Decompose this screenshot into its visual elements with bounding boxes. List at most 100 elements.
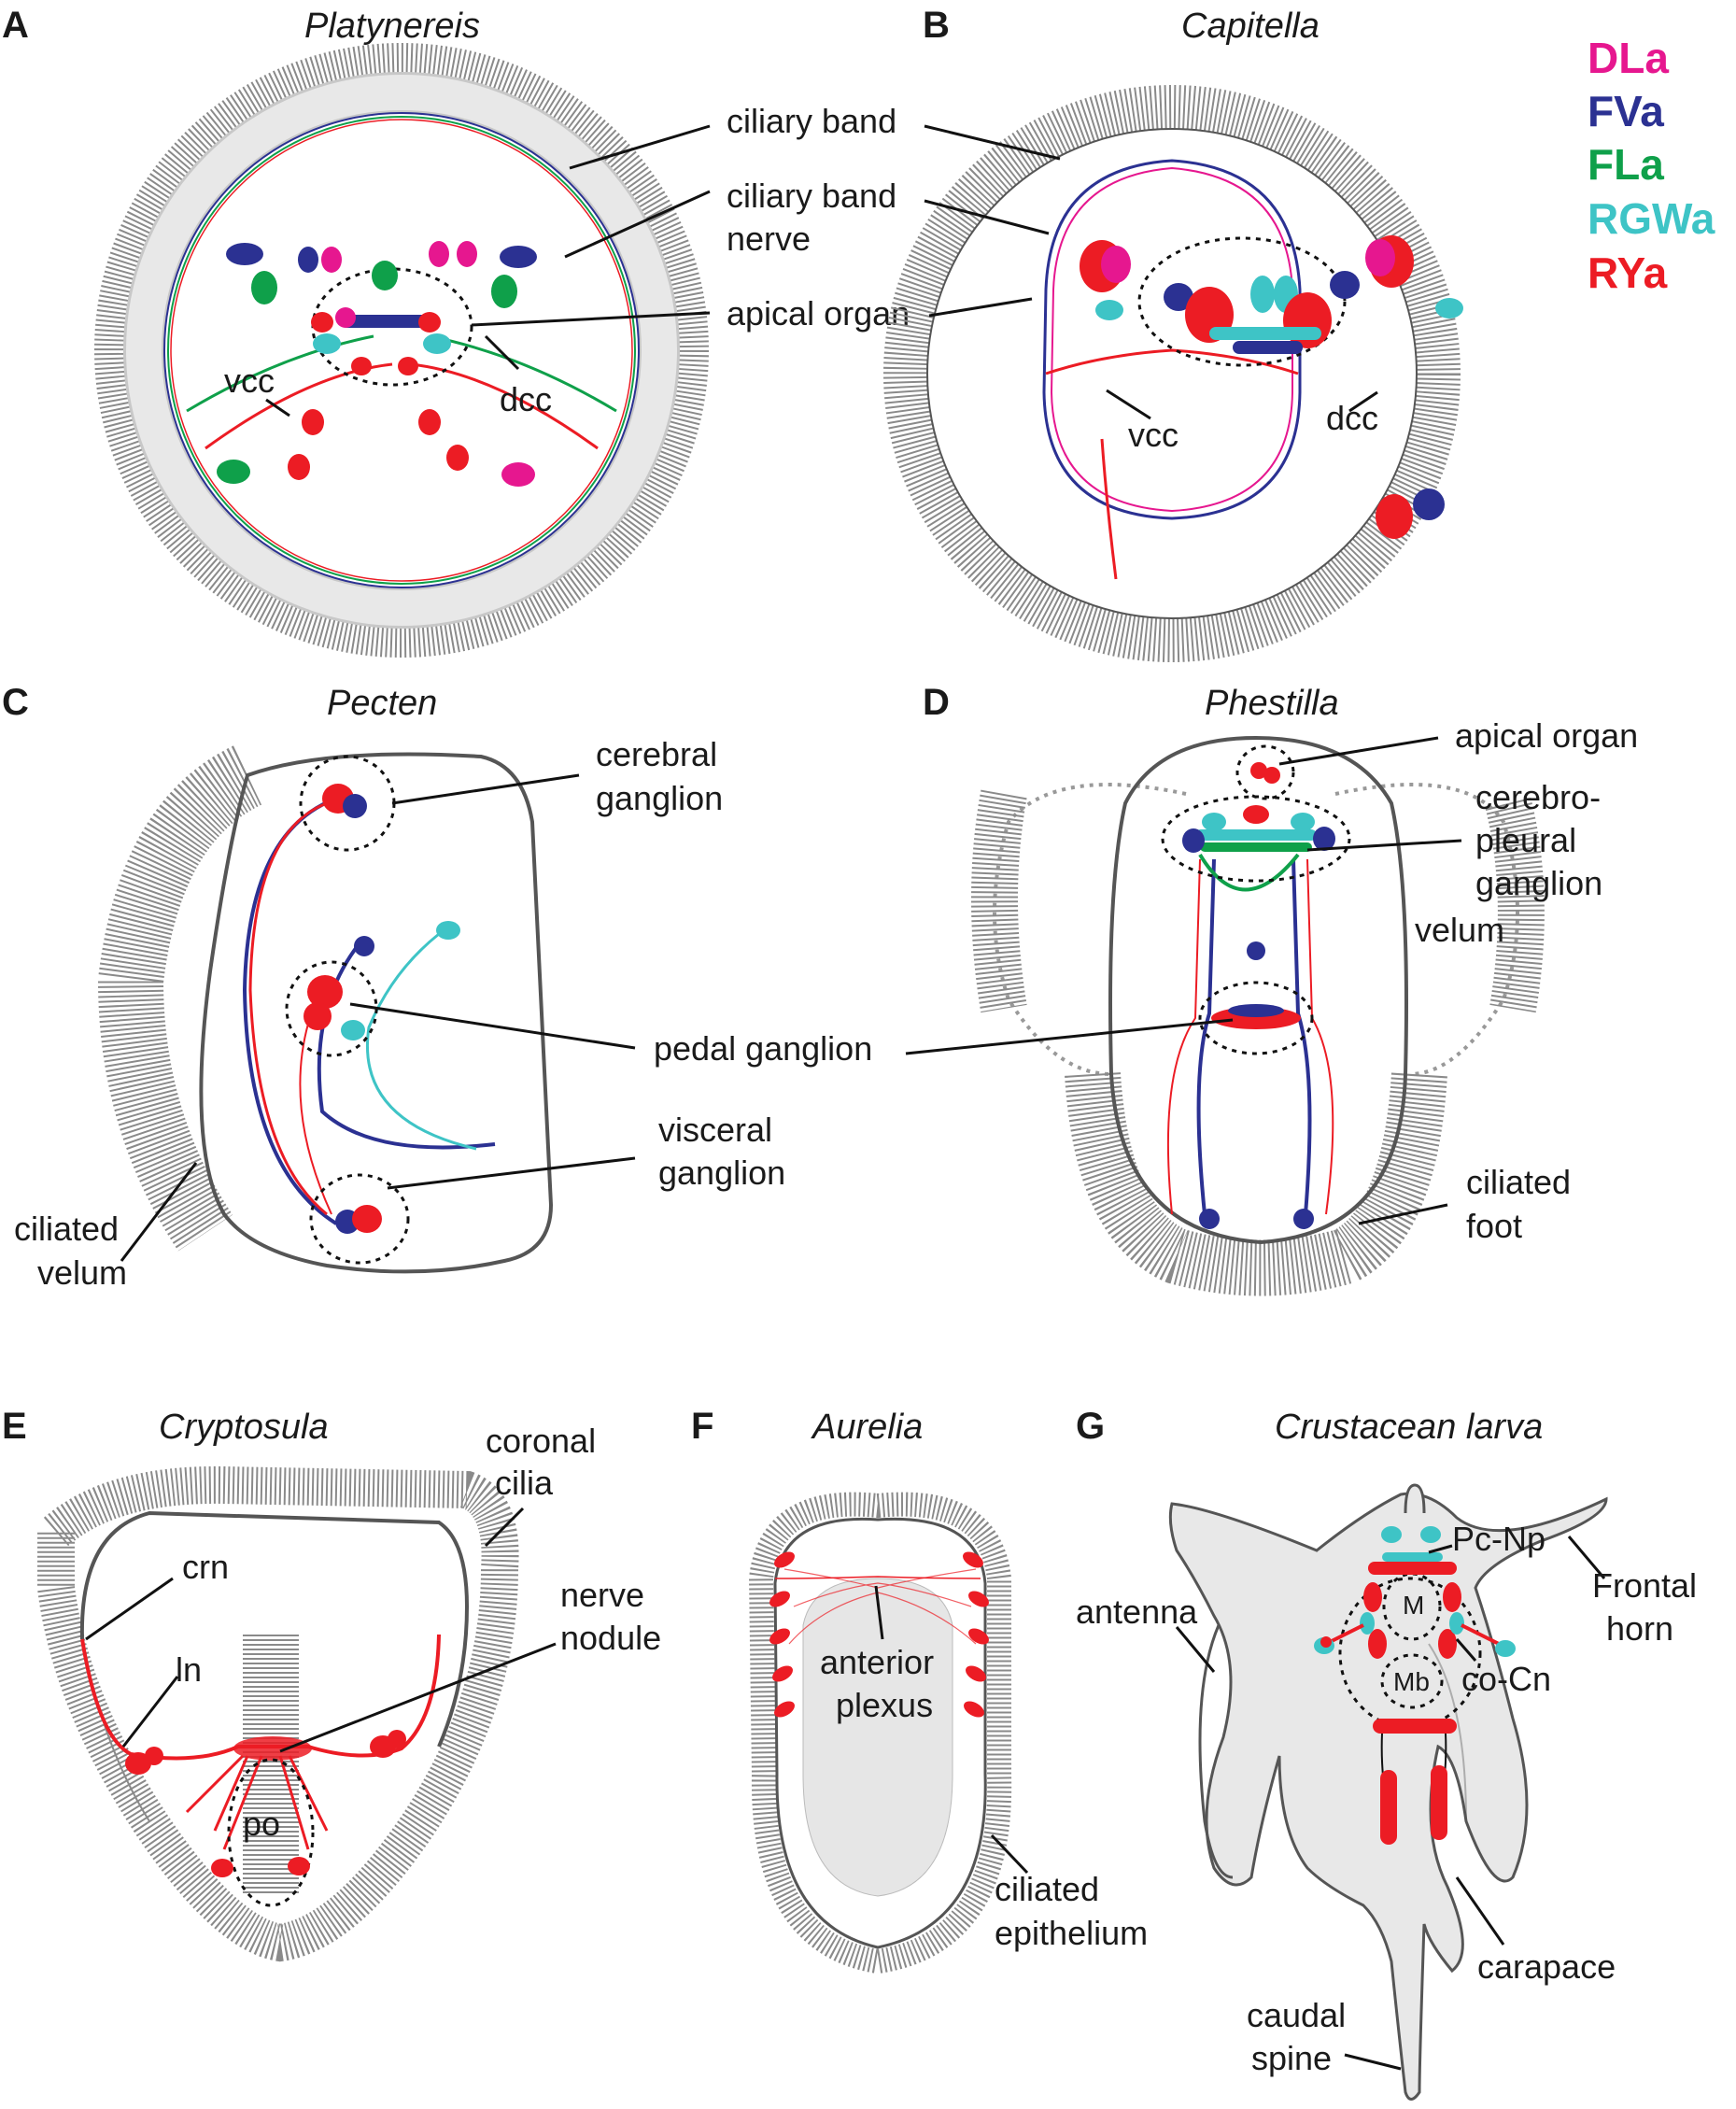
phestilla-connective-left — [1196, 858, 1216, 1215]
phestilla-pedal-fva — [1228, 1004, 1284, 1017]
leader-nerve-nodule — [279, 1642, 557, 1753]
neuron-rgwa — [1495, 1640, 1516, 1657]
panel-d-title: Phestilla — [1205, 684, 1339, 723]
label-ciliary-band: ciliary band — [727, 102, 896, 140]
label-phestilla-cerebro-2: pleural — [1475, 821, 1576, 859]
phestilla-velum-cilia-right — [1485, 797, 1545, 1013]
neuron-rya — [1263, 767, 1280, 784]
leader-cerebral — [391, 773, 580, 805]
neuron-rgwa — [1360, 1612, 1375, 1635]
leader-capitella-ciliary-band-nerve — [924, 199, 1050, 235]
neuron-fla — [372, 261, 398, 290]
capitella-nerve-ring-red — [1050, 166, 1293, 513]
leader-phestilla-apical — [1278, 736, 1439, 766]
label-anterior-1: anterior — [820, 1643, 934, 1681]
neuron-rgwa — [1095, 300, 1123, 320]
leader-capitella-apical-organ — [928, 297, 1033, 318]
crustacean-mb — [1380, 1653, 1444, 1709]
leader-pedal — [349, 1002, 636, 1050]
panel-e-title: Cryptosula — [159, 1408, 329, 1447]
platynereis-ciliary-band-inner — [126, 75, 677, 626]
label-pc-np: Pc-Np — [1452, 1520, 1545, 1558]
neuron-rya — [769, 1591, 790, 1607]
pecten-pedal-rya — [299, 1008, 332, 1215]
neuron-rya — [1368, 1629, 1387, 1659]
neuron-fva — [226, 243, 263, 265]
panel-b: B Capitella vcc dcc — [883, 5, 1463, 662]
label-epithelium-1: ciliated — [995, 1870, 1099, 1908]
panel-d-letter: D — [923, 682, 950, 723]
neuron-rya — [1438, 1629, 1457, 1659]
neuron-rya — [418, 409, 441, 435]
neuron-fva — [1313, 827, 1335, 851]
neuron-fva — [1413, 488, 1445, 520]
neuron-fla — [217, 460, 250, 484]
platynereis-vcc — [186, 334, 374, 413]
phestilla-fla-loop — [1198, 853, 1300, 892]
neuron-rya — [288, 454, 310, 480]
neuron-rya — [307, 975, 343, 1009]
crustacean-pc-np-rgwa — [1382, 1552, 1443, 1562]
leader-ciliary-band — [569, 124, 711, 170]
label-coronal-2: cilia — [495, 1464, 554, 1502]
apical-neuropil — [1233, 341, 1303, 354]
neuron-rgwa — [436, 921, 460, 940]
label-phestilla-apical: apical organ — [1455, 716, 1638, 755]
leader-ciliary-band-nerve — [564, 190, 711, 259]
neuron-dla — [457, 241, 477, 267]
capitella-vcc — [1045, 348, 1299, 375]
neuron-rya — [966, 1665, 986, 1682]
panel-d: D Phestilla apical organ cer — [905, 682, 1638, 1296]
label-visceral-1: visceral — [658, 1111, 772, 1149]
cryptosula-po-nerves — [185, 1754, 329, 1850]
phestilla-rya-left — [1166, 858, 1201, 1215]
leader-pc-np — [1428, 1544, 1453, 1554]
neuron-rya — [1376, 494, 1413, 539]
label-coronal-1: coronal — [486, 1422, 596, 1460]
leader-ciliated-velum — [120, 1162, 198, 1262]
cryptosula-coronal-cilia — [37, 1465, 519, 1962]
leader-apical-organ — [471, 311, 711, 327]
panel-e: E Cryptosula coronal cilia crn ln nerve … — [2, 1406, 661, 1962]
neuron-rya — [1320, 1636, 1332, 1648]
neuron-fva — [1199, 1209, 1220, 1229]
label-co-cn: co-Cn — [1461, 1660, 1551, 1698]
neuron-fva — [1247, 941, 1265, 960]
panel-a-letter: A — [2, 5, 29, 46]
neuron-rgwa — [1449, 1612, 1464, 1635]
capitella-nerve-ring — [1042, 159, 1302, 520]
crustacean-carapace-line — [1428, 1643, 1467, 1822]
neuron-fva — [298, 247, 318, 273]
leader-ciliated-epithelium — [990, 1833, 1029, 1875]
label-phestilla-velum: velum — [1415, 911, 1504, 949]
aurelia-ciliated-epithelium — [748, 1492, 1012, 1975]
platynereis-dcc — [429, 334, 617, 413]
label-mb: Mb — [1393, 1667, 1430, 1696]
neuron-rya — [288, 1857, 310, 1875]
label-pedal: pedal ganglion — [654, 1029, 872, 1068]
phestilla-shell — [1108, 735, 1408, 1245]
leader-caudal — [1344, 2053, 1402, 2071]
panel-b-letter: B — [923, 5, 950, 46]
aurelia-endoderm — [802, 1578, 953, 1897]
neuron-rya — [769, 1628, 790, 1645]
label-crn: crn — [182, 1548, 229, 1586]
neuron-fva — [500, 246, 537, 268]
label-carapace: carapace — [1477, 1947, 1616, 1986]
platynereis-dcc-2 — [410, 362, 599, 450]
neuron-rya — [772, 1665, 793, 1682]
platynereis-body — [163, 112, 640, 588]
pecten-pedal-rgwa — [366, 932, 477, 1151]
cryptosula-crn — [79, 1510, 470, 1748]
neuron-rya — [302, 409, 324, 435]
neuron-rgwa — [1420, 1526, 1441, 1543]
label-cerebral-2: ganglion — [596, 779, 723, 817]
cryptosula-nerve-nodule — [233, 1736, 312, 1761]
neuron-rya — [963, 1551, 983, 1568]
phestilla-connective-right — [1291, 858, 1312, 1215]
panel-f-title: Aurelia — [811, 1408, 923, 1447]
apical-neuropil — [341, 315, 434, 328]
label-caudal-1: caudal — [1247, 1996, 1346, 2034]
phestilla-velum-outline-right — [1334, 783, 1519, 1076]
leader-capitella-vcc — [1106, 389, 1151, 420]
